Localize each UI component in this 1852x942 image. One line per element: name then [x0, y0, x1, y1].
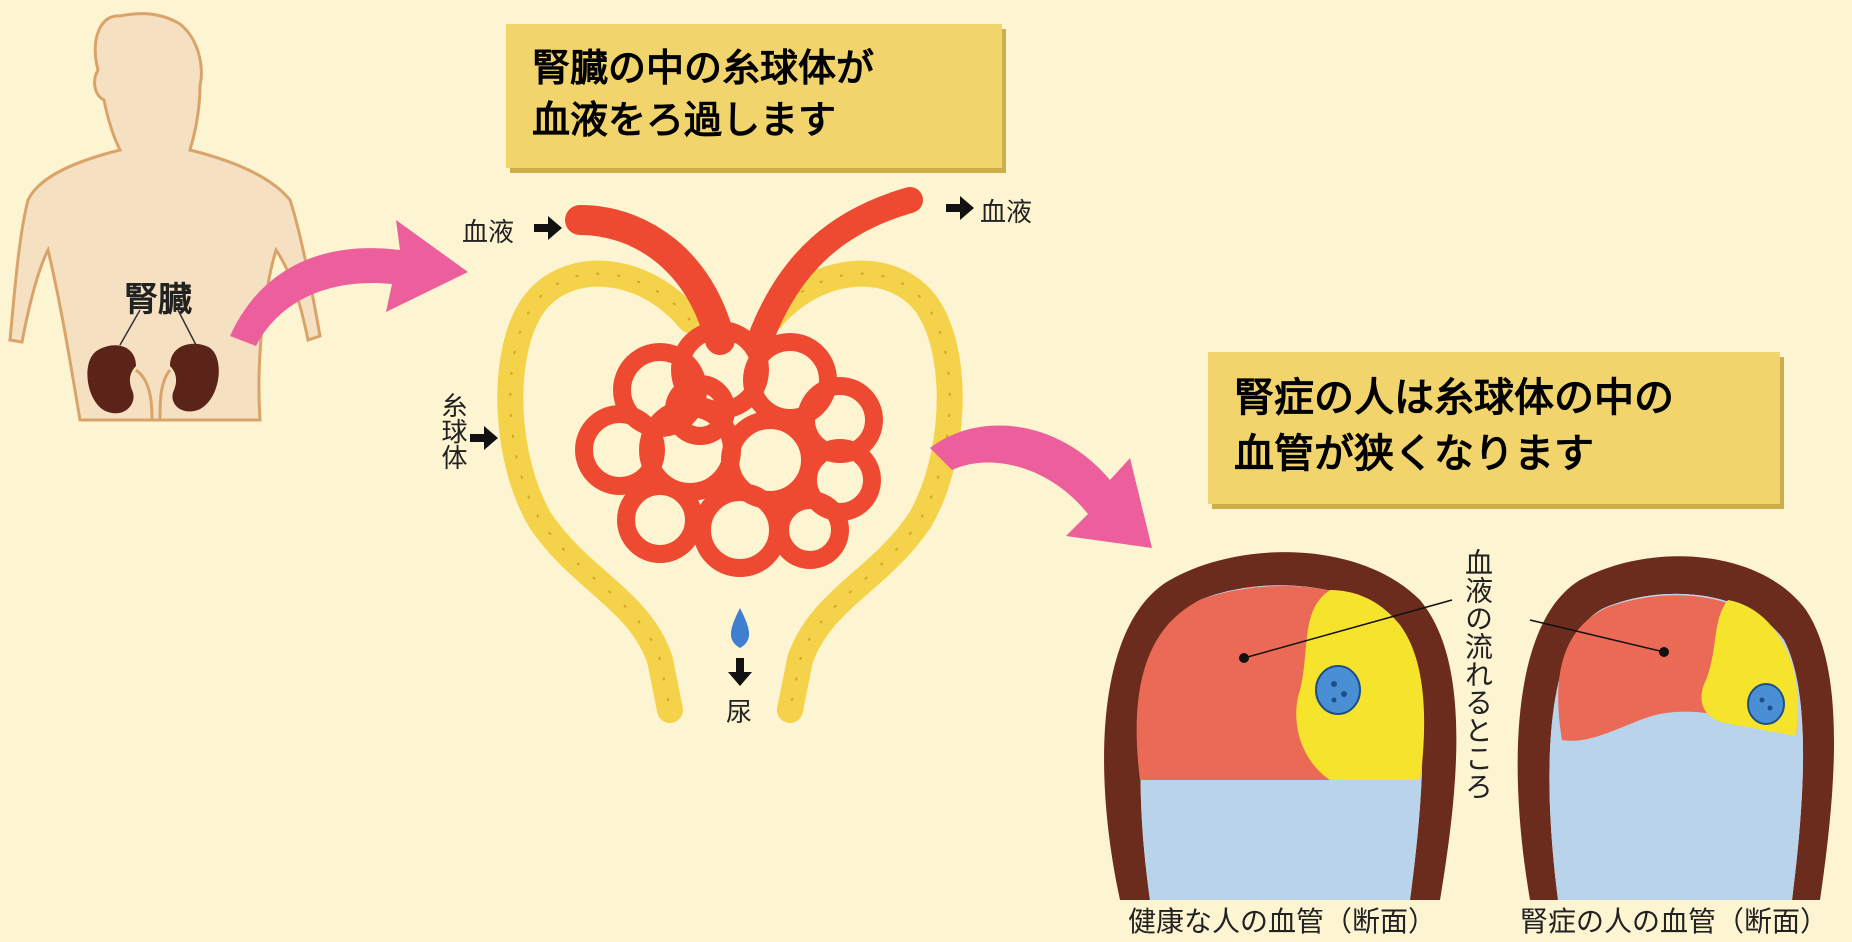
afferent-vessel: [565, 205, 735, 355]
efferent-vessel: [747, 187, 923, 353]
callout-disease-line2: 血管が狭くなります: [1234, 431, 1594, 477]
bowman-capsule-tubule: [497, 260, 963, 723]
callout-filter-line2: 血液をろ過します: [532, 98, 837, 142]
pink-arrow-body-to-glomerulus: [230, 220, 468, 346]
blood-in-label: 血液: [462, 218, 515, 248]
diseased-vessel-cross-section: [1517, 556, 1835, 900]
urine-label: 尿: [726, 698, 753, 728]
blood-out-label: 血液: [980, 198, 1033, 228]
capillary-tuft: [575, 321, 883, 577]
urine-arrow-icon: [728, 658, 752, 686]
callout-filter: 腎臓の中の糸球体が 血液をろ過します: [506, 24, 1002, 168]
human-body-illustration: [8, 12, 322, 422]
kidney-right-illustration: [170, 343, 219, 412]
blood-out-arrow-icon: [946, 196, 974, 220]
kidney-label: 腎臓: [124, 280, 192, 320]
diseased-vessel-caption: 腎症の人の血管（断面）: [1520, 905, 1829, 938]
callout-disease: 腎症の人は糸球体の中の 血管が狭くなります: [1208, 352, 1780, 504]
kidney-left-illustration: [87, 345, 136, 414]
blood-flow-area-label: 血液の流れるところ: [1461, 548, 1494, 800]
pink-arrow-glomerulus-to-vessels: [930, 425, 1152, 548]
callout-disease-line1: 腎症の人は糸球体の中の: [1234, 375, 1674, 421]
glomerulus-label: 糸球体: [437, 392, 467, 470]
blood-in-arrow-icon: [534, 216, 562, 240]
healthy-vessel-caption: 健康な人の血管（断面）: [1128, 905, 1437, 938]
glomerulus-arrow-icon: [470, 426, 498, 450]
callout-filter-line1: 腎臓の中の糸球体が: [532, 46, 875, 90]
glomerulus-illustration: [497, 187, 963, 723]
healthy-vessel-cross-section: [1104, 552, 1457, 900]
urine-droplet-icon: [730, 608, 750, 648]
